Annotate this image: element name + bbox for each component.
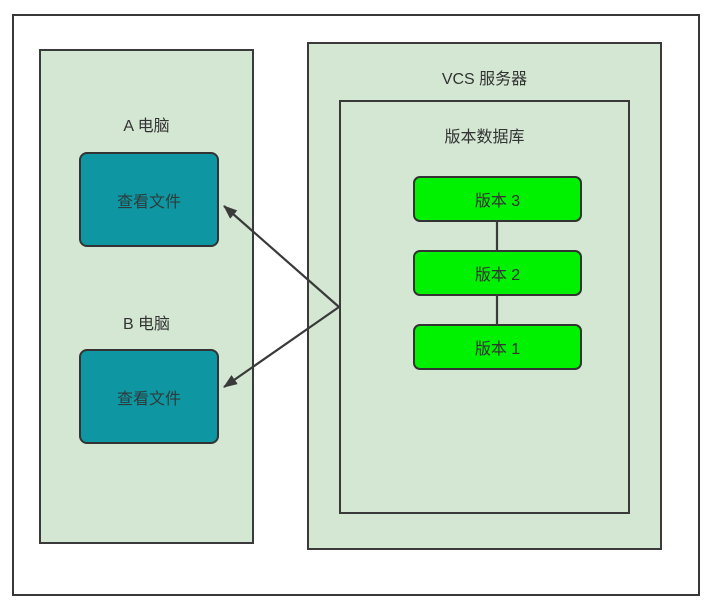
vcs-server-label: VCS 服务器: [441, 71, 528, 88]
version-box-3: 版本 3: [413, 176, 582, 222]
version-database-box: [339, 100, 630, 514]
checkout-file-label-b: 查看文件: [116, 390, 181, 408]
version-database-label: 版本数据库: [444, 129, 525, 146]
checkout-file-label-a: 查看文件: [116, 193, 181, 211]
computers-panel: [39, 49, 254, 544]
version-2-label: 版本 2: [474, 267, 521, 284]
computer-b-label: B 电脑: [122, 316, 171, 333]
vcs-server-panel: [307, 42, 662, 550]
version-box-2: 版本 2: [413, 250, 582, 296]
version-3-label: 版本 3: [474, 193, 521, 210]
version-1-label: 版本 1: [474, 341, 521, 358]
checkout-file-box-b: 查看文件: [79, 349, 219, 444]
checkout-file-box-a: 查看文件: [79, 152, 219, 247]
computer-a-label: A 电脑: [123, 118, 170, 135]
version-box-1: 版本 1: [413, 324, 582, 370]
